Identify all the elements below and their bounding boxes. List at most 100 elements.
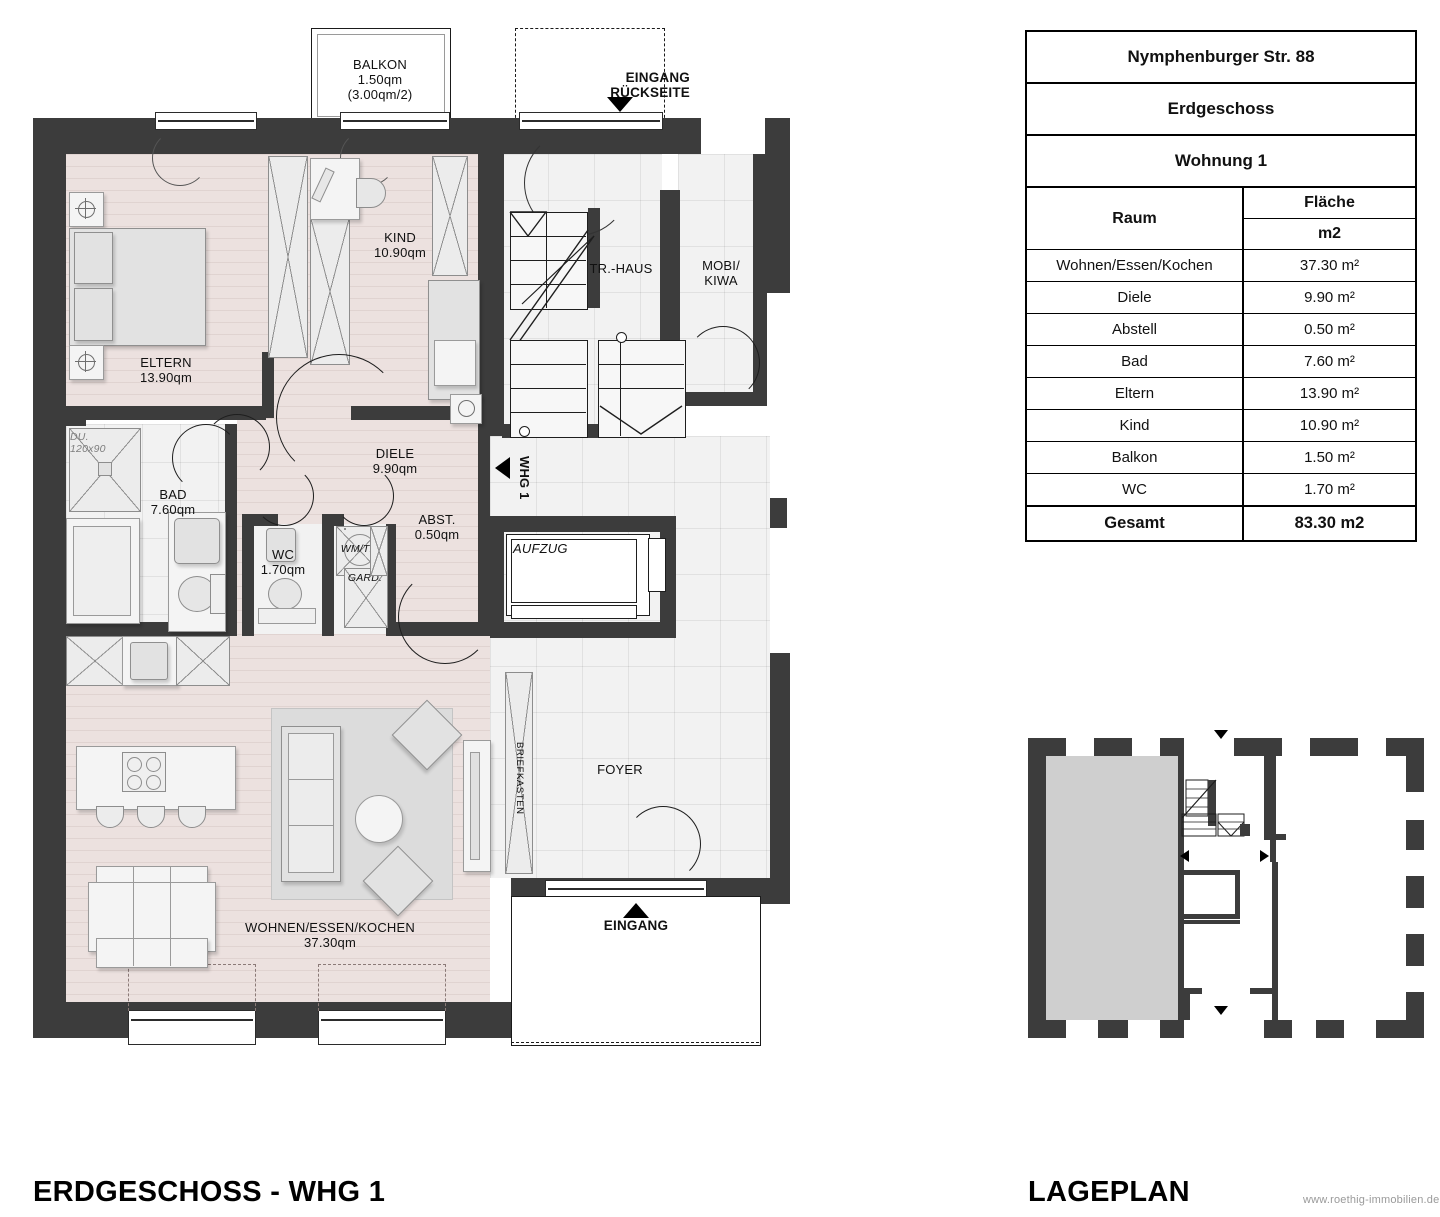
wall-eltern-kind bbox=[262, 352, 274, 418]
sp-window-r1 bbox=[1406, 792, 1424, 820]
barstool-2 bbox=[137, 806, 165, 828]
address-cell: Nymphenburger Str. 88 bbox=[1025, 30, 1417, 84]
row-area: 9.90 m² bbox=[1242, 281, 1417, 314]
table-row: Balkon 1.50 m² bbox=[1025, 441, 1417, 474]
shower-drain-icon bbox=[98, 462, 112, 476]
washer-dryer-label: WM/TR bbox=[340, 543, 378, 555]
diele-label: DIELE 9.90qm bbox=[372, 446, 418, 476]
sp-core-box-right bbox=[1235, 870, 1240, 918]
sp-core-box-bot2 bbox=[1184, 920, 1240, 924]
unit-cell: Wohnung 1 bbox=[1025, 134, 1417, 188]
row-room: Abstell bbox=[1025, 313, 1244, 346]
toilet-bad-tank bbox=[210, 574, 226, 614]
row-room: Bad bbox=[1025, 345, 1244, 378]
lamp-cross-bot-h bbox=[75, 361, 96, 362]
wohnen-label: WOHNEN/ESSEN/KOCHEN 37.30qm bbox=[245, 920, 415, 950]
abst-label: ABST. 0.50qm bbox=[414, 512, 460, 542]
shower-label: DU. 120x90 bbox=[70, 431, 106, 455]
stair-center-rail bbox=[546, 212, 547, 308]
row-area: 10.90 m² bbox=[1242, 409, 1417, 442]
wardrobe-gard bbox=[344, 568, 388, 628]
window-swing-dash-right bbox=[318, 964, 446, 1011]
table-row: Wohnen/Essen/Kochen 37.30 m² bbox=[1025, 249, 1417, 282]
window-living-left bbox=[128, 1010, 256, 1030]
wall-bad-north bbox=[66, 412, 86, 426]
row-room: Kind bbox=[1025, 409, 1244, 442]
sofa-cushion-3 bbox=[288, 825, 334, 873]
sp-arrow-top-icon bbox=[1214, 730, 1228, 739]
lamp-icon-kind bbox=[458, 400, 475, 417]
burner-1-icon bbox=[127, 757, 142, 772]
stair-arrow-v-icon bbox=[599, 405, 683, 435]
entrance-label: EINGANG bbox=[603, 918, 669, 933]
door-arc-foyer-entrance bbox=[625, 806, 701, 882]
row-room: Eltern bbox=[1025, 377, 1244, 410]
sp-wall-core-left3 bbox=[1178, 890, 1184, 1020]
entrance-porch bbox=[511, 896, 761, 1046]
burner-4-icon bbox=[146, 775, 161, 790]
mobi-kiwa-label: MOBI/ KIWA bbox=[702, 258, 740, 288]
sp-wall-right bbox=[1406, 738, 1424, 1038]
wall-kind-east bbox=[478, 154, 490, 634]
wall-right-upper bbox=[765, 118, 790, 293]
row-area: 1.50 m² bbox=[1242, 441, 1417, 474]
row-room: Wohnen/Essen/Kochen bbox=[1025, 249, 1244, 282]
floorplan-drawing: BALKON 1.50qm (3.00qm/2) EINGANG RÜCKSEI… bbox=[33, 28, 790, 1046]
sp-window-b5 bbox=[1344, 1020, 1376, 1038]
stair-step-u2 bbox=[510, 260, 586, 261]
entrance-arrow-icon bbox=[623, 903, 649, 918]
sp-stairs-icon bbox=[1181, 779, 1250, 837]
kitchen-cabinet-left bbox=[66, 636, 124, 686]
entrance-porch-dashed-base bbox=[511, 1042, 759, 1045]
sp-arrow-bottom-icon bbox=[1214, 1006, 1228, 1015]
door-arc-abst bbox=[334, 466, 394, 526]
wall-wc-east bbox=[322, 524, 334, 636]
burner-3-icon bbox=[127, 775, 142, 790]
sp-window-r2 bbox=[1406, 850, 1424, 876]
lamp-icon-top bbox=[78, 201, 95, 218]
sp-window-b1 bbox=[1066, 1020, 1098, 1038]
sp-window-r4 bbox=[1406, 966, 1424, 992]
row-area: 1.70 m² bbox=[1242, 473, 1417, 507]
window-balcony-door bbox=[340, 112, 450, 130]
rear-entrance-label: EINGANG RÜCKSEITE bbox=[610, 70, 690, 100]
wall-aufzug-west bbox=[490, 516, 504, 638]
elevator-sill bbox=[511, 605, 637, 619]
door-arc-mobi-kiwa bbox=[686, 326, 760, 400]
wall-mobikiwa-east bbox=[753, 154, 767, 404]
table-row: Eltern 13.90 m² bbox=[1025, 377, 1417, 410]
elevator-cabin-inner bbox=[511, 539, 637, 603]
sp-arrow-left-icon bbox=[1180, 850, 1189, 862]
row-room: WC bbox=[1025, 473, 1244, 507]
wardrobe-eltern bbox=[268, 156, 308, 358]
window-living-right bbox=[318, 1010, 446, 1030]
stair-step-r2 bbox=[598, 388, 684, 389]
toilet-wc bbox=[268, 578, 302, 610]
row-area: 7.60 m² bbox=[1242, 345, 1417, 378]
sp-wall-left bbox=[1028, 738, 1046, 1038]
wall-aufzug-south bbox=[490, 622, 676, 638]
sp-window-t1 bbox=[1066, 738, 1094, 756]
door-arc-bad bbox=[172, 424, 240, 492]
pillow-top bbox=[74, 232, 113, 284]
header-area: Fläche bbox=[1242, 186, 1417, 219]
stair-flight-lower-right bbox=[598, 340, 686, 438]
wall-aufzug-north bbox=[490, 516, 676, 532]
window-swing-dash-left bbox=[128, 964, 256, 1011]
sp-window-b2 bbox=[1128, 1020, 1160, 1038]
pillow-bottom bbox=[74, 288, 113, 341]
burner-2-icon bbox=[146, 757, 161, 772]
chair-kind bbox=[356, 178, 386, 208]
table-row: Kind 10.90 m² bbox=[1025, 409, 1417, 442]
door-arc-wc bbox=[254, 466, 314, 526]
sp-wall-core-right bbox=[1264, 756, 1270, 834]
row-area: 37.30 m² bbox=[1242, 249, 1417, 282]
lamp-icon-bottom bbox=[78, 354, 95, 371]
eltern-label: ELTERN 13.90qm bbox=[140, 355, 192, 385]
sp-lower-box-right bbox=[1250, 988, 1278, 994]
table-row: WC 1.70 m² bbox=[1025, 473, 1417, 507]
mailbox-label: BRIEFKASTEN bbox=[514, 741, 525, 815]
rear-entrance-arrow-icon bbox=[607, 97, 633, 112]
stair-step-l2 bbox=[510, 388, 586, 389]
elevator-label: AUFZUG bbox=[513, 541, 568, 556]
